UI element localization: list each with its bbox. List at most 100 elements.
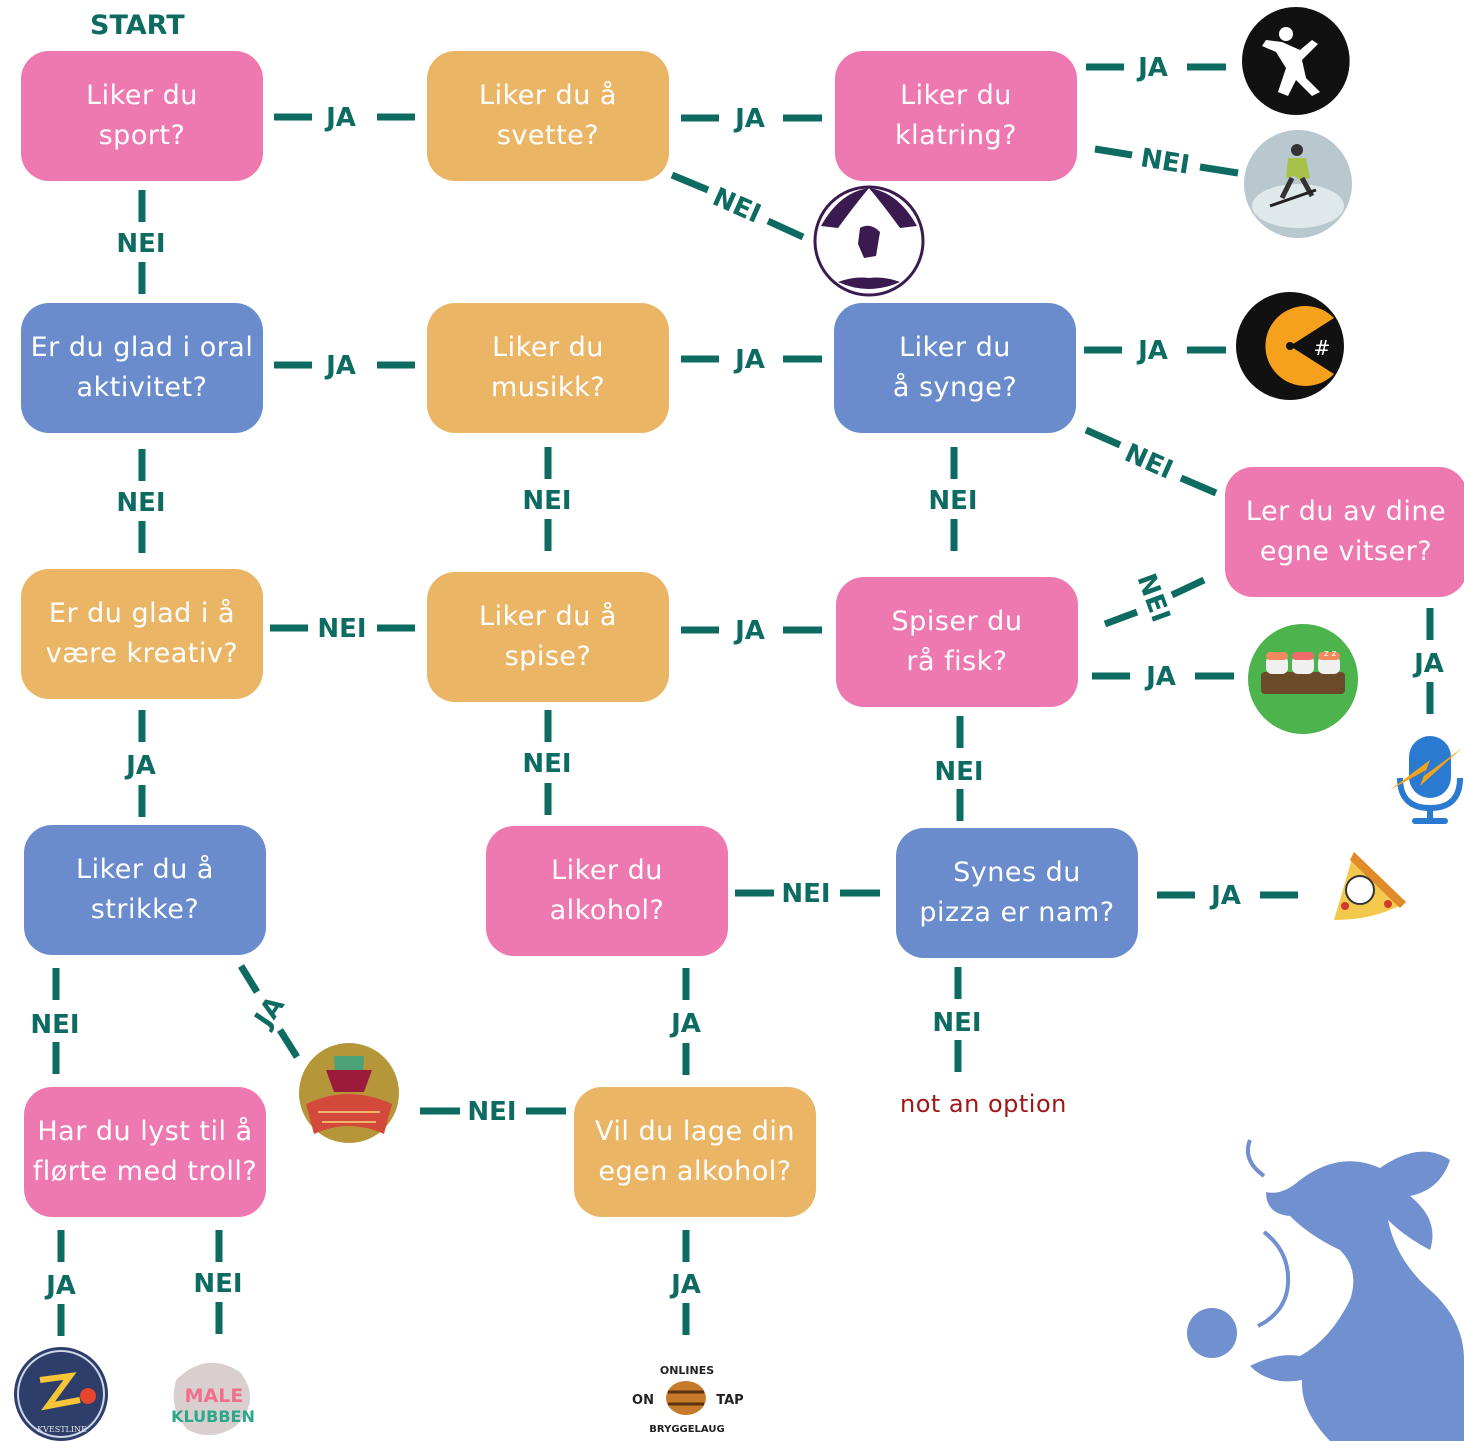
kvestline-logo-icon: KVESTLINE bbox=[14, 1347, 108, 1441]
edge-synge-pacman: JA bbox=[1084, 336, 1226, 366]
edge-label-nei: NEI bbox=[522, 486, 571, 516]
node-synge: Liker du å synge? bbox=[834, 303, 1076, 433]
edge-oral-musikk: JA bbox=[274, 351, 415, 381]
ontap-text-top: ONLINES bbox=[660, 1364, 714, 1377]
edge-label-ja: JA bbox=[733, 104, 765, 134]
ontap-text-left: ON bbox=[632, 1393, 654, 1408]
sushi-logo-icon: z z bbox=[1248, 624, 1358, 734]
edge-egenalkohol-knitting: NEI bbox=[420, 1097, 566, 1127]
edge-label-nei: NEI bbox=[928, 486, 977, 516]
knitting-logo-icon bbox=[299, 1043, 399, 1143]
edge-pizza-pizzalogo: JA bbox=[1157, 881, 1298, 911]
ontap-text-right: TAP bbox=[716, 1393, 743, 1408]
edge-kreativ-spise: NEI bbox=[270, 614, 415, 644]
edge-label-nei: NEI bbox=[932, 1008, 981, 1038]
ontap-text-bottom: BRYGGELAUG bbox=[649, 1424, 724, 1435]
edge-vitser-fisk: NEI bbox=[1103, 570, 1206, 628]
edge-label-nei: NEI bbox=[467, 1097, 516, 1127]
ontap-logo-icon: ONLINES ON TAP BRYGGELAUG bbox=[632, 1364, 744, 1435]
no-option-text: not an option bbox=[900, 1090, 1067, 1118]
edge-vitser-mic: JA bbox=[1412, 608, 1444, 714]
node-sport: Liker du sport? bbox=[21, 51, 263, 181]
edge-spise-fisk: JA bbox=[681, 616, 822, 646]
edge-synge-vitser: NEI bbox=[1084, 426, 1218, 497]
edge-musikk-synge: JA bbox=[681, 345, 822, 375]
climber-logo-icon bbox=[1242, 7, 1359, 115]
dragon-illustration-icon bbox=[1187, 1139, 1464, 1441]
node-egen-alkohol: Vil du lage din egen alkohol? bbox=[574, 1087, 816, 1217]
skier-photo-icon bbox=[1244, 130, 1352, 238]
edge-strikke-knitting: JA bbox=[238, 964, 300, 1059]
edge-label-ja: JA bbox=[124, 751, 156, 781]
edge-label-nei: NEI bbox=[30, 1010, 79, 1040]
edge-label-nei: NEI bbox=[1138, 143, 1191, 180]
edge-label-ja: JA bbox=[733, 345, 765, 375]
edge-troll-maleklubben: NEI bbox=[193, 1230, 243, 1334]
edge-svette-football: NEI bbox=[670, 171, 805, 241]
edge-label-ja: JA bbox=[669, 1009, 701, 1039]
football-lion-logo-icon bbox=[813, 185, 925, 297]
node-oral: Er du glad i oral aktivitet? bbox=[21, 303, 263, 433]
edge-label-nei: NEI bbox=[193, 1269, 242, 1299]
node-troll: Har du lyst til å flørte med troll? bbox=[24, 1087, 266, 1217]
edge-label-ja: JA bbox=[733, 616, 765, 646]
pacman-hash-logo-icon: # bbox=[1236, 292, 1344, 400]
maleklubben-text-1: MALE bbox=[185, 1385, 244, 1407]
edge-label-ja: JA bbox=[324, 351, 356, 381]
edge-label-ja: JA bbox=[1412, 649, 1444, 679]
edge-label-nei: NEI bbox=[116, 229, 165, 259]
edge-label-ja: JA bbox=[1144, 662, 1176, 692]
node-strikke: Liker du å strikke? bbox=[24, 825, 266, 955]
start-label: START bbox=[90, 10, 185, 41]
edge-label-ja: JA bbox=[1136, 336, 1168, 366]
edge-pizza-alkohol: NEI bbox=[735, 879, 880, 909]
edge-label-ja: JA bbox=[669, 1270, 701, 1300]
maleklubben-logo-icon: MALE KLUBBEN bbox=[171, 1362, 255, 1436]
edge-sport-oral: NEI bbox=[116, 190, 166, 294]
edge-pizza-nooption: NEI bbox=[932, 967, 982, 1072]
svg-text:z z: z z bbox=[1324, 649, 1337, 659]
microphone-logo-icon bbox=[1390, 736, 1463, 824]
node-svette: Liker du å svette? bbox=[427, 51, 669, 181]
edge-label-ja: JA bbox=[248, 991, 291, 1034]
node-pizza: Synes du pizza er nam? bbox=[896, 828, 1138, 958]
edge-label-nei: NEI bbox=[708, 182, 765, 229]
node-musikk: Liker du musikk? bbox=[427, 303, 669, 433]
edge-strikke-troll: NEI bbox=[30, 968, 80, 1074]
edge-alkohol-egenalkohol: JA bbox=[669, 968, 701, 1075]
node-spise: Liker du å spise? bbox=[427, 572, 669, 702]
edge-label-nei: NEI bbox=[781, 879, 830, 909]
edge-oral-kreativ: NEI bbox=[116, 449, 166, 553]
edge-synge-fisk: NEI bbox=[928, 447, 978, 551]
edge-klatring-climber: JA bbox=[1086, 53, 1226, 83]
kvestline-text: KVESTLINE bbox=[37, 1425, 87, 1434]
svg-text:#: # bbox=[1314, 336, 1331, 360]
maleklubben-text-2: KLUBBEN bbox=[171, 1407, 255, 1426]
node-vitser: Ler du av dine egne vitser? bbox=[1225, 467, 1464, 597]
edge-troll-kvestline: JA bbox=[44, 1230, 76, 1336]
edge-egenalkohol-ontap: JA bbox=[669, 1230, 701, 1335]
edge-label-nei: NEI bbox=[1120, 438, 1177, 485]
edge-label-ja: JA bbox=[324, 103, 356, 133]
node-klatring: Liker du klatring? bbox=[835, 51, 1077, 181]
edge-sport-svette: JA bbox=[274, 103, 415, 133]
edge-label-ja: JA bbox=[44, 1271, 76, 1301]
edge-svette-klatring: JA bbox=[681, 104, 822, 134]
node-alkohol: Liker du alkohol? bbox=[486, 826, 728, 956]
edge-fisk-pizza: NEI bbox=[934, 716, 984, 821]
edge-label-ja: JA bbox=[1136, 53, 1168, 83]
pizza-logo-icon bbox=[1334, 852, 1406, 920]
edge-spise-alkohol: NEI bbox=[522, 710, 572, 815]
edge-klatring-skier: NEI bbox=[1094, 143, 1239, 181]
edge-label-nei: NEI bbox=[522, 749, 571, 779]
edge-fisk-sushi: JA bbox=[1092, 662, 1234, 692]
node-fisk: Spiser du rå fisk? bbox=[836, 577, 1078, 707]
edge-label-nei: NEI bbox=[1130, 570, 1175, 626]
edge-musikk-spise: NEI bbox=[522, 447, 572, 551]
node-kreativ: Er du glad i å være kreativ? bbox=[21, 569, 263, 699]
edge-kreativ-strikke: JA bbox=[124, 710, 156, 817]
edge-label-nei: NEI bbox=[116, 488, 165, 518]
edge-label-nei: NEI bbox=[317, 614, 366, 644]
edge-label-ja: JA bbox=[1209, 881, 1241, 911]
